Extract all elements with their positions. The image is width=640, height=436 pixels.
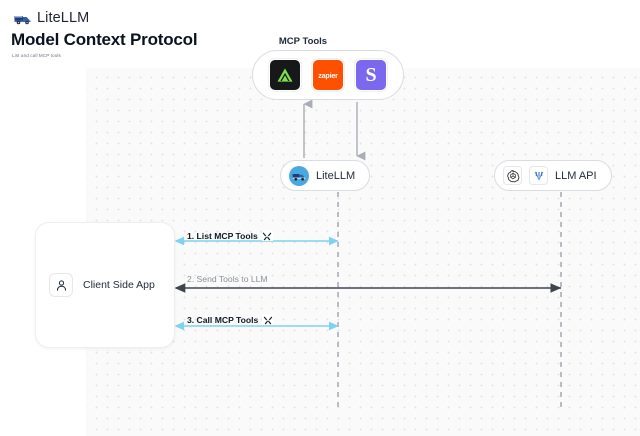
node-litellm-label: LiteLLM [316, 169, 356, 182]
litellm-truck-avatar-icon [289, 165, 309, 186]
person-icon [49, 273, 73, 297]
tool-linear[interactable] [269, 59, 301, 91]
edge-2-label: 2. Send Tools to LLM [187, 274, 268, 284]
tool-slack[interactable]: S [355, 59, 387, 91]
tool-zapier[interactable]: zapier [312, 59, 344, 91]
edge-3-text: 3. Call MCP Tools [187, 314, 259, 325]
zapier-wordmark-icon: zapier [318, 70, 338, 80]
anthropic-logo-icon [529, 166, 548, 185]
mcp-tools-box[interactable]: zapier S [252, 50, 404, 100]
tools-icon [261, 230, 273, 241]
edge-3-label: 3. Call MCP Tools [187, 314, 274, 325]
letter-s-icon: S [365, 64, 377, 86]
tools-icon [262, 314, 274, 325]
mcp-tools-label: MCP Tools [278, 36, 328, 47]
client-side-app-card[interactable]: Client Side App [35, 222, 175, 348]
brand: LiteLLM [14, 8, 89, 28]
brand-name: LiteLLM [37, 10, 90, 26]
client-side-app-label: Client Side App [83, 279, 155, 291]
green-triangle-icon [277, 68, 293, 82]
edge-1-text: 1. List MCP Tools [187, 230, 258, 241]
truck-icon [14, 15, 31, 24]
node-llm-api[interactable]: LLM API [494, 160, 612, 191]
page-title: Model Context Protocol [11, 30, 198, 49]
openai-logo-icon [503, 166, 522, 185]
edge-2-text: 2. Send Tools to LLM [187, 274, 268, 284]
page-subtitle: List and call MCP tools [12, 53, 61, 58]
node-litellm[interactable]: LiteLLM [280, 160, 371, 191]
node-llm-api-label: LLM API [555, 169, 597, 182]
edge-1-label: 1. List MCP Tools [187, 230, 273, 241]
